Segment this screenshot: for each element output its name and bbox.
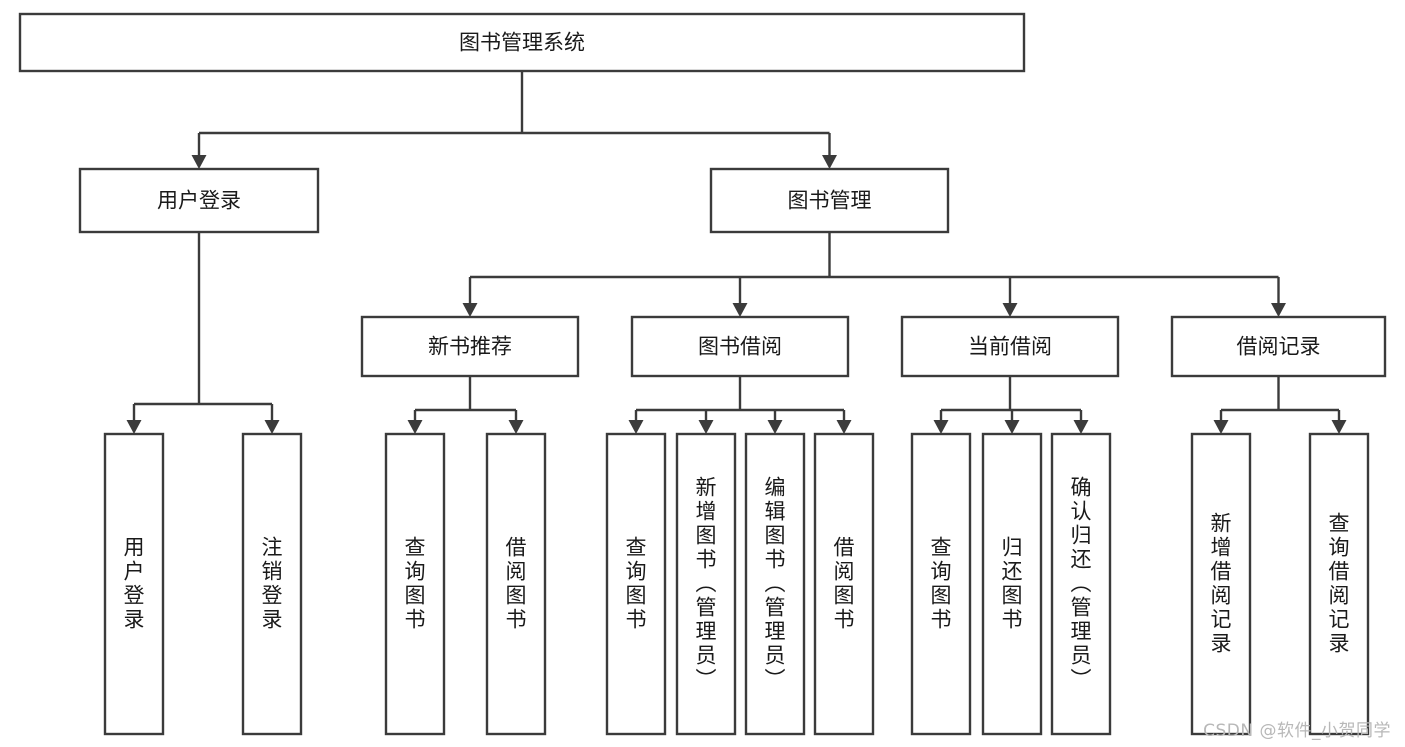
- edge-group-l2-1: [126, 232, 280, 434]
- node-box: [360, 315, 580, 378]
- node-box: [103, 432, 165, 736]
- node-label: 查询图书: [931, 536, 952, 632]
- arrow-head-icon: [698, 420, 714, 434]
- node-label: 新增图书︵管理员︶: [696, 476, 717, 692]
- node-lf-4-3[interactable]: 确认归还︵管理员︶: [1050, 432, 1112, 736]
- node-box: [813, 432, 875, 736]
- edge-group-l3-2: [628, 376, 852, 434]
- node-l2-2[interactable]: 图书管理: [709, 167, 950, 234]
- arrow-head-icon: [462, 303, 478, 317]
- node-box: [910, 432, 972, 736]
- node-label: 确认归还︵管理员︶: [1071, 476, 1092, 692]
- edge-group-root: [191, 71, 837, 169]
- node-box: [1170, 315, 1387, 378]
- node-lf-1-2[interactable]: 注销登录: [241, 432, 303, 736]
- arrow-head-icon: [126, 420, 142, 434]
- node-label: 用户登录: [157, 189, 241, 213]
- node-box: [485, 432, 547, 736]
- node-label: 归还图书: [1002, 536, 1023, 632]
- node-label: 用户登录: [124, 536, 145, 632]
- node-box: [630, 315, 850, 378]
- edge-group-l3-3: [933, 376, 1089, 434]
- node-lf-3-3[interactable]: 编辑图书︵管理员︶: [744, 432, 806, 736]
- node-label: 查询图书: [626, 536, 647, 632]
- arrow-head-icon: [1271, 303, 1286, 317]
- arrow-head-icon: [1002, 303, 1018, 317]
- arrow-head-icon: [264, 420, 280, 434]
- connector-layer: [126, 71, 1347, 434]
- node-label: 图书管理系统: [459, 31, 585, 55]
- node-label: 借阅图书: [506, 536, 527, 632]
- edge-group-l3-4: [1213, 376, 1347, 434]
- node-layer: 图书管理系统用户登录图书管理新书推荐图书借阅当前借阅借阅记录用户登录注销登录查询…: [18, 12, 1387, 736]
- node-box: [18, 12, 1026, 73]
- arrow-head-icon: [836, 420, 852, 434]
- arrow-head-icon: [767, 420, 783, 434]
- node-lf-5-2[interactable]: 查询借阅记录: [1308, 432, 1370, 736]
- arrow-head-icon: [628, 420, 644, 434]
- node-box: [384, 432, 446, 736]
- node-lf-5-1[interactable]: 新增借阅记录: [1190, 432, 1252, 736]
- node-label: 查询图书: [405, 536, 426, 632]
- node-l3-2[interactable]: 图书借阅: [630, 315, 850, 378]
- arrow-head-icon: [1004, 420, 1020, 434]
- arrow-head-icon: [508, 420, 524, 434]
- node-box: [981, 432, 1043, 736]
- arrow-head-icon: [407, 420, 423, 434]
- arrow-head-icon: [1331, 420, 1347, 434]
- node-label: 注销登录: [262, 536, 283, 632]
- node-box: [78, 167, 320, 234]
- node-lf-3-4[interactable]: 借阅图书: [813, 432, 875, 736]
- node-lf-2-1[interactable]: 查询图书: [384, 432, 446, 736]
- node-label: 当前借阅: [968, 335, 1052, 359]
- node-lf-3-2[interactable]: 新增图书︵管理员︶: [675, 432, 737, 736]
- arrow-head-icon: [191, 155, 207, 169]
- node-lf-3-1[interactable]: 查询图书: [605, 432, 667, 736]
- node-root[interactable]: 图书管理系统: [18, 12, 1026, 73]
- arrow-head-icon: [1213, 420, 1229, 434]
- node-box: [605, 432, 667, 736]
- node-l3-4[interactable]: 借阅记录: [1170, 315, 1387, 378]
- node-label: 新书推荐: [428, 335, 512, 359]
- node-label: 编辑图书︵管理员︶: [765, 476, 786, 692]
- node-box: [900, 315, 1120, 378]
- node-label: 新增借阅记录: [1211, 512, 1232, 656]
- node-lf-4-1[interactable]: 查询图书: [910, 432, 972, 736]
- node-label: 借阅记录: [1237, 335, 1321, 359]
- arrow-head-icon: [933, 420, 949, 434]
- node-box: [1190, 432, 1252, 736]
- node-box: [1050, 432, 1112, 736]
- node-lf-1-1[interactable]: 用户登录: [103, 432, 165, 736]
- node-l3-3[interactable]: 当前借阅: [900, 315, 1120, 378]
- node-label: 查询借阅记录: [1329, 512, 1350, 656]
- node-box: [1308, 432, 1370, 736]
- node-l3-1[interactable]: 新书推荐: [360, 315, 580, 378]
- edge-group-l2-2: [462, 232, 1286, 317]
- node-box: [744, 432, 806, 736]
- node-box: [241, 432, 303, 736]
- node-label: 图书借阅: [698, 335, 782, 359]
- node-box: [675, 432, 737, 736]
- arrow-head-icon: [732, 303, 748, 317]
- node-box: [709, 167, 950, 234]
- node-label: 图书管理: [788, 189, 872, 213]
- node-label: 借阅图书: [834, 536, 855, 632]
- edge-group-l3-1: [407, 376, 524, 434]
- node-lf-2-2[interactable]: 借阅图书: [485, 432, 547, 736]
- arrow-head-icon: [822, 155, 837, 169]
- node-lf-4-2[interactable]: 归还图书: [981, 432, 1043, 736]
- node-l2-1[interactable]: 用户登录: [78, 167, 320, 234]
- arrow-head-icon: [1073, 420, 1089, 434]
